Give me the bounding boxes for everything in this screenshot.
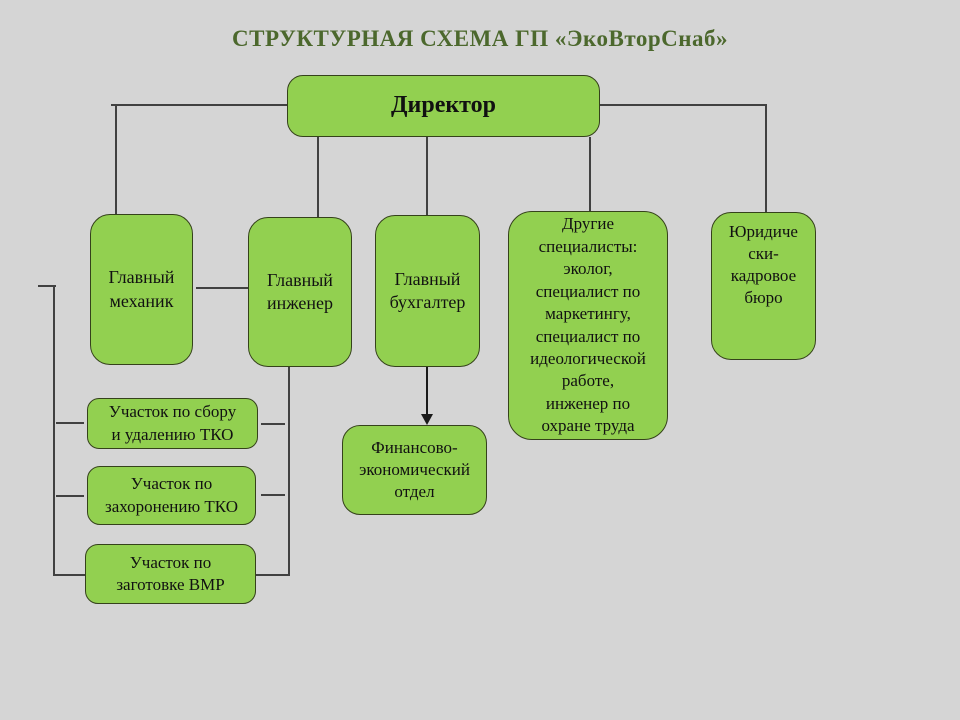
connector-director-left-horizontal: [111, 104, 287, 106]
connector-director-to-accountant: [426, 137, 428, 216]
connector-right-rail-to-unit3: [256, 574, 289, 576]
node-unit-vmr-procurement: Участок по заготовке ВМР: [85, 544, 256, 604]
connector-director-to-mechanic: [115, 105, 117, 215]
connector-left-rail-top-stub: [38, 285, 56, 287]
connector-left-rail-to-unit1: [56, 422, 84, 424]
node-chief-mechanic: Главный механик: [90, 214, 193, 365]
connector-left-rail-to-unit3: [54, 574, 85, 576]
connector-left-rail-vertical: [53, 286, 55, 576]
connector-engineer-rail-vertical: [288, 367, 290, 576]
connector-right-rail-to-unit1: [261, 423, 285, 425]
node-unit-tko-collection: Участок по сбору и удалению ТКО: [87, 398, 258, 449]
connector-mechanic-engineer: [196, 287, 248, 289]
connector-director-to-legal: [765, 105, 767, 213]
connector-left-rail-to-unit2: [56, 495, 84, 497]
connector-director-right-horizontal: [600, 104, 767, 106]
node-chief-engineer: Главный инженер: [248, 217, 352, 367]
connector-director-to-engineer: [317, 137, 319, 218]
node-unit-tko-landfill: Участок по захоронению ТКО: [87, 466, 256, 525]
page-title: СТРУКТУРНАЯ СХЕМА ГП «ЭкоВторСнаб»: [232, 26, 728, 51]
connector-right-rail-to-unit2: [261, 494, 285, 496]
node-chief-accountant: Главный бухгалтер: [375, 215, 480, 367]
node-director: Директор: [287, 75, 600, 137]
arrow-accountant-to-finance-head: [421, 414, 433, 425]
connector-director-to-specialists: [589, 137, 591, 212]
arrow-accountant-to-finance-line: [426, 367, 428, 417]
node-finance-economic-dept: Финансово- экономический отдел: [342, 425, 487, 515]
node-other-specialists: Другие специалисты: эколог, специалист п…: [508, 211, 668, 440]
node-legal-hr-bureau: Юридиче ски- кадровое бюро: [711, 212, 816, 360]
